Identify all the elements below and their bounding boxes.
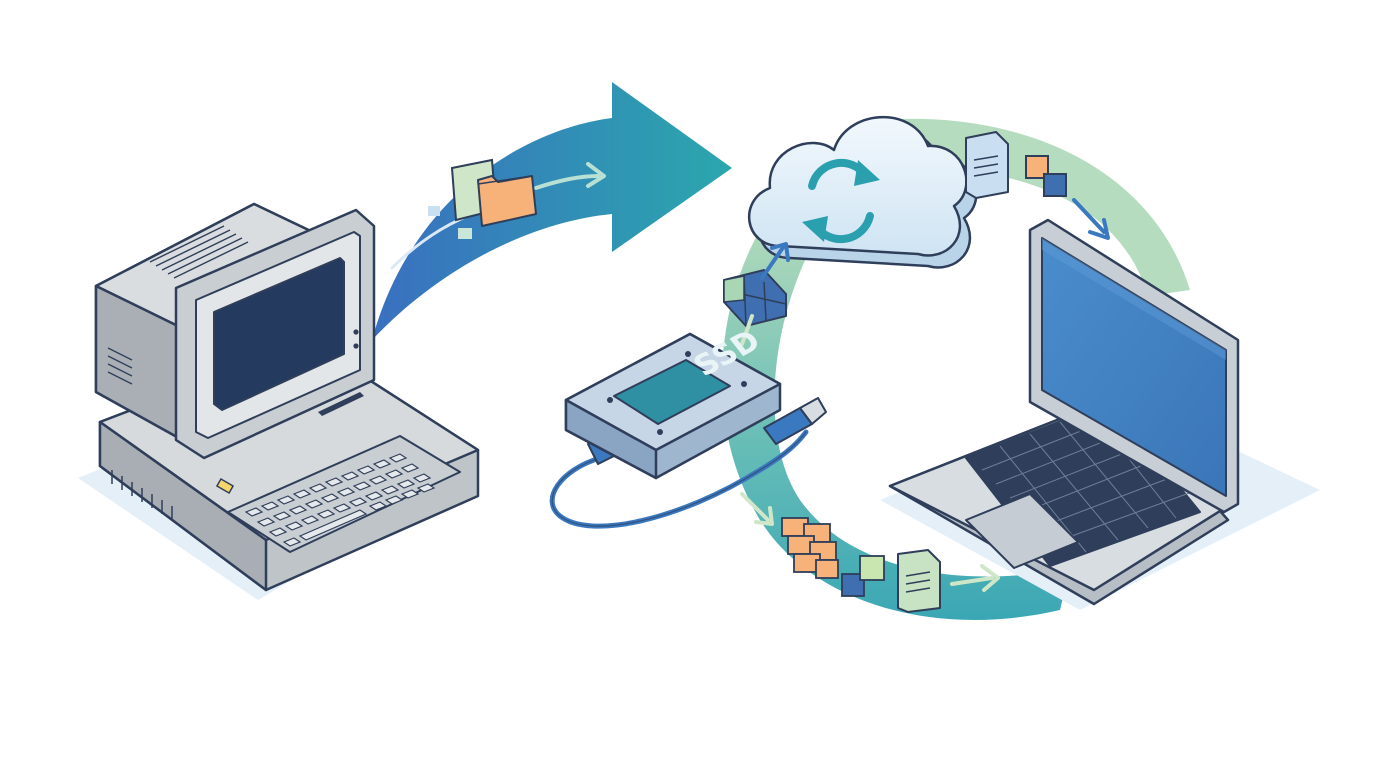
laptop-trackpad: [965, 493, 1079, 569]
data-blocks-icon: [723, 269, 787, 327]
document-icon: [965, 131, 1009, 199]
data-packet-icon: [458, 228, 472, 239]
cloud-sync-icon: [747, 115, 978, 269]
laptop-computer-icon: [888, 218, 1240, 606]
external-ssd-drive-icon: SSD: [549, 324, 827, 529]
data-blocks-icon: [1025, 155, 1067, 197]
migration-arrow-main: [372, 82, 732, 340]
document-icon: [897, 549, 941, 613]
keyboard-keys: [244, 453, 436, 547]
folder-icon: [450, 158, 537, 227]
data-blocks-icon: [781, 517, 885, 597]
retro-desktop-computer-icon: [94, 202, 480, 592]
usb-plug-icon: [763, 397, 827, 445]
laptop-screen: [1041, 237, 1227, 497]
crt-screen: [213, 257, 345, 411]
data-packet-icon: [428, 206, 440, 216]
